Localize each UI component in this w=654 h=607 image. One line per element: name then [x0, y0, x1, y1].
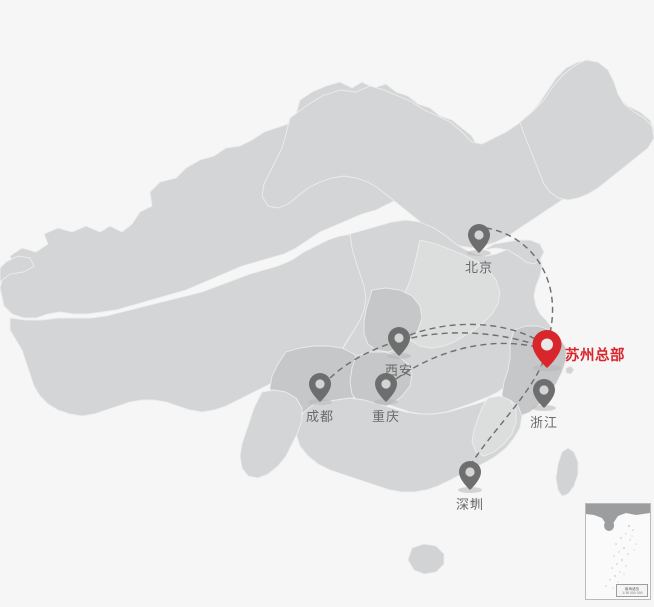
region-xinjiang-west-tip	[0, 255, 35, 283]
inset-legend-scale: 1:36 000 000	[621, 591, 643, 595]
city-label-shenzhen: 深圳	[455, 498, 485, 513]
pin-chengdu[interactable]	[308, 373, 332, 405]
region-yunnan	[239, 389, 303, 479]
route-shenzhen-to-suzhou	[469, 353, 547, 467]
pin-beijing[interactable]	[467, 224, 491, 256]
pin-shenzhen[interactable]	[458, 461, 482, 493]
region-fujian	[471, 395, 517, 457]
route-xian-to-suzhou	[409, 323, 543, 344]
pin-xian[interactable]	[387, 327, 411, 359]
inset-map	[586, 504, 650, 589]
island-hainan	[407, 543, 445, 575]
city-label-zhejiang: 浙江	[529, 416, 559, 431]
region-northeast	[519, 59, 654, 201]
city-label-chengdu: 成都	[305, 410, 335, 425]
inset-legend: 南海诸岛 1:36 000 000	[616, 584, 648, 597]
pin-chongqing[interactable]	[374, 373, 398, 405]
region-shandong	[483, 239, 545, 265]
inset-mainland-coast	[586, 504, 650, 528]
pin-suzhou-hq[interactable]	[532, 330, 562, 372]
island-zhoushan	[565, 365, 575, 375]
city-label-chongqing: 重庆	[371, 410, 401, 425]
inset-legend-title: 南海诸岛	[624, 586, 640, 591]
inset-hainan	[604, 520, 615, 531]
pin-zhejiang[interactable]	[532, 379, 556, 411]
inset-island-dots	[605, 525, 637, 589]
city-label-xian: 西安	[384, 364, 414, 379]
island-taiwan	[555, 447, 579, 497]
route-chongqing-to-suzhou	[395, 342, 542, 380]
city-label-beijing: 北京	[464, 261, 494, 276]
route-chengdu-to-suzhou	[329, 332, 541, 379]
hq-label-suzhou: 苏州总部	[565, 348, 625, 364]
south-china-sea-inset: 南海诸岛 1:36 000 000	[585, 503, 651, 600]
island-hongkong	[469, 497, 481, 507]
